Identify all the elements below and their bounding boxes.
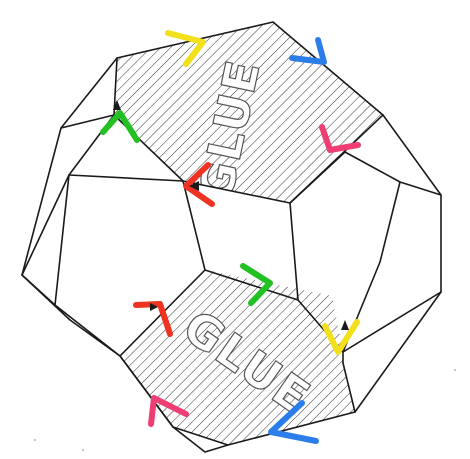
scan-specks xyxy=(34,299,456,451)
edge-arrow-tips xyxy=(113,100,349,330)
marker-blue-top xyxy=(289,37,327,65)
marker-red-lower xyxy=(133,301,173,337)
marker-yellow-top xyxy=(165,30,206,67)
top-glue-face: GLUE xyxy=(114,22,383,203)
marker-pink-right xyxy=(319,124,361,153)
marker-pink-bottom xyxy=(148,395,189,427)
bottom-glue-face: GLUE xyxy=(120,270,355,445)
marker-green-center xyxy=(240,263,273,306)
marker-green-left xyxy=(100,110,140,143)
polyhedron-edges xyxy=(21,21,442,453)
marker-red-center xyxy=(183,162,215,207)
marker-blue-bottom xyxy=(268,400,319,444)
tab-markers xyxy=(100,30,361,444)
marker-yellow-lower xyxy=(322,319,360,355)
